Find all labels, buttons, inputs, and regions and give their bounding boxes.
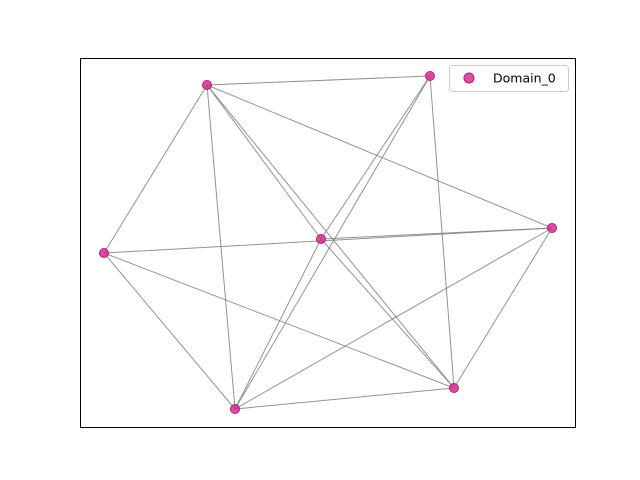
legend-marker-icon [463,72,475,84]
graph-node [425,71,435,81]
graph-edge [234,75,431,410]
graph-edge [103,227,553,254]
nodes-layer [99,71,557,414]
graph-node [449,383,459,393]
graph-edge [320,75,431,240]
graph-node [547,223,557,233]
plot-area [80,58,576,428]
graph-edge [234,387,455,410]
legend: Domain_0 [449,65,569,92]
legend-label: Domain_0 [493,71,556,86]
graph-edge [103,84,208,254]
graph-edge [103,252,455,389]
graph-edge [103,252,236,410]
graph-node [230,404,240,414]
graph-edge [429,75,455,389]
graph-edge [206,75,431,86]
graph-node [99,248,109,258]
graph-edge [234,238,322,410]
graph-edge [320,238,455,389]
edges-layer [103,75,553,410]
legend-box [449,65,569,92]
graph-edge [320,227,553,240]
graph-edge [234,227,553,410]
graph-node [202,80,212,90]
graph-edge [206,84,455,389]
graph-edge [206,84,322,240]
graph-edge [453,227,553,389]
graph-node [316,234,326,244]
graph-edge [206,84,553,229]
graph-edge [206,84,236,410]
